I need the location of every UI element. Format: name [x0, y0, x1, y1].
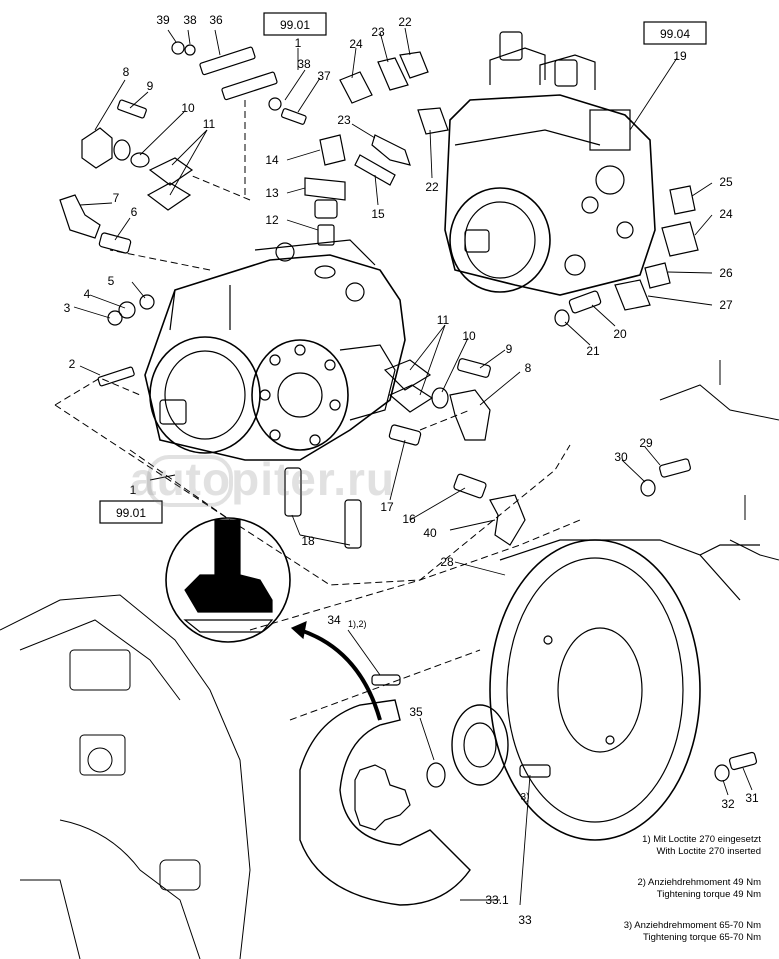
ref-box-top-right-label: 99.04 [660, 27, 690, 41]
footnote-3-de: 3) Anziehdrehmoment 65-70 Nm [623, 920, 761, 931]
callout-9: 9 [147, 79, 154, 93]
callout-6: 6 [131, 205, 138, 219]
callout-34-note: 1),2) [348, 619, 367, 629]
leader-lines [73, 27, 753, 906]
callout-32: 32 [721, 797, 735, 811]
callout-38: 38 [183, 13, 197, 27]
callout-9: 9 [506, 342, 513, 356]
hydraulic-pump-main [144, 239, 406, 461]
callout-20: 20 [613, 327, 627, 341]
callout-12: 12 [265, 213, 279, 227]
callout-39: 39 [156, 13, 170, 27]
footnote-3: 3) Anziehdrehmoment 65-70 Nm Tightening … [624, 920, 761, 944]
callout-18: 18 [301, 534, 315, 548]
coupling-assembly [299, 674, 551, 906]
callout-29: 29 [639, 436, 653, 450]
callout-8: 8 [123, 65, 130, 79]
callout-gear-note: 3) [521, 792, 530, 803]
callout-36: 36 [209, 13, 223, 27]
footnote-2-en: Tightening torque 49 Nm [656, 889, 761, 900]
callout-35: 35 [409, 705, 423, 719]
callout-3: 3 [64, 301, 71, 315]
callout-14: 14 [265, 153, 279, 167]
callout-33: 33 [518, 913, 532, 927]
callout-10: 10 [462, 329, 476, 343]
callout-21: 21 [586, 344, 600, 358]
footnote-1-de: 1) Mit Loctite 270 eingesetzt [642, 834, 761, 845]
callout-13: 13 [265, 186, 279, 200]
callout-8: 8 [525, 361, 532, 375]
callout-4: 4 [84, 287, 91, 301]
footnote-2-de: 2) Anziehdrehmoment 49 Nm [637, 877, 761, 888]
callout-1: 1 [295, 36, 302, 50]
callout-15: 15 [371, 207, 385, 221]
callout-33-1: 33.1 [485, 893, 509, 907]
callout-22: 22 [398, 15, 412, 29]
footnote-2: 2) Anziehdrehmoment 49 Nm Tightening tor… [637, 877, 761, 901]
callout-23: 23 [371, 25, 385, 39]
callout-27: 27 [719, 298, 733, 312]
callout-19: 19 [673, 49, 687, 63]
ref-box-left-label: 99.01 [116, 506, 146, 520]
callout-24: 24 [719, 207, 733, 221]
ref-box-left [99, 500, 163, 524]
ref-box-top-center-label: 99.01 [280, 18, 310, 32]
callout-30: 30 [614, 450, 628, 464]
callout-22: 22 [425, 180, 439, 194]
callout-28: 28 [440, 555, 454, 569]
callout-31: 31 [745, 791, 759, 805]
callout-16: 16 [402, 512, 416, 526]
engine-outline [0, 360, 779, 959]
callout-11: 11 [437, 313, 450, 327]
callout-1: 1 [130, 483, 137, 497]
callout-34: 34 [327, 613, 341, 627]
ref-box-top-right [643, 21, 707, 45]
footnote-3-en: Tightening torque 65-70 Nm [643, 932, 761, 943]
callout-10: 10 [181, 101, 195, 115]
assembly-lines [54, 100, 581, 721]
small-parts [59, 41, 758, 782]
callout-23: 23 [337, 113, 351, 127]
flywheel-plate [489, 539, 760, 841]
callout-40: 40 [423, 526, 437, 540]
callout-7: 7 [113, 191, 120, 205]
watermark: autopiter.ru [130, 453, 396, 505]
callout-11: 11 [203, 117, 216, 131]
callout-26: 26 [719, 266, 733, 280]
callout-2: 2 [69, 357, 76, 371]
watermark-badge [147, 455, 233, 507]
footnote-1: 1) Mit Loctite 270 eingesetzt With Locti… [642, 834, 761, 858]
callout-38: 38 [297, 57, 311, 71]
callout-5: 5 [108, 274, 115, 288]
callout-37: 37 [317, 69, 331, 83]
hydraulic-pump-upper-right [444, 31, 656, 296]
ref-box-top-center [263, 12, 327, 36]
footnote-1-en: With Loctite 270 inserted [656, 846, 761, 857]
callout-labels: 1 1 2 3 4 5 6 7 8 8 9 9 10 10 11 11 12 1… [64, 13, 759, 927]
detail-magnifier [165, 517, 382, 721]
callout-25: 25 [719, 175, 733, 189]
callout-17: 17 [380, 500, 394, 514]
callout-24: 24 [349, 37, 363, 51]
